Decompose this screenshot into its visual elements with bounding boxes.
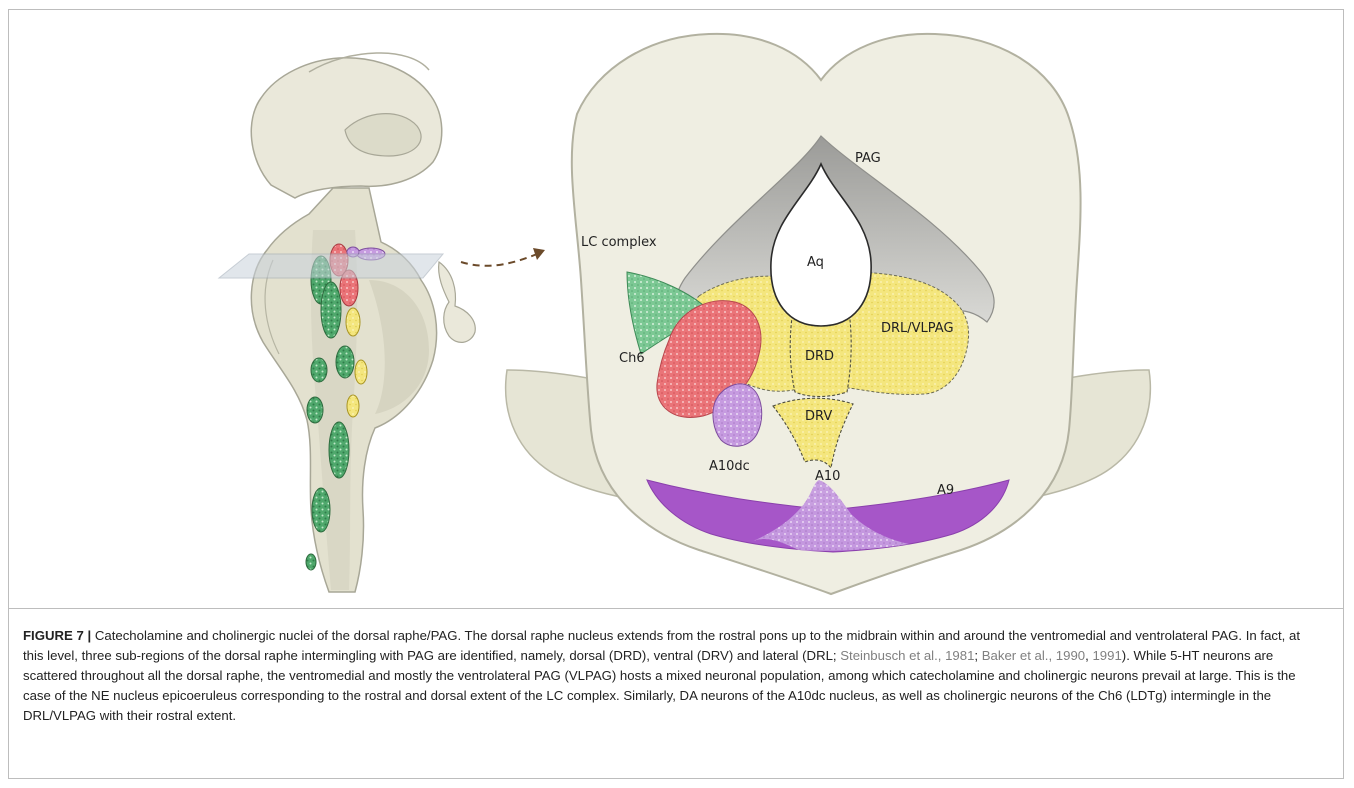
brainstem-sketch [219,53,475,592]
label-drv: DRV [805,409,832,424]
caption-divider [9,608,1343,609]
label-aq: Aq [807,255,824,270]
figure-svg: PAG Aq LC complex Ch6 DRD DRL/VLPAG DRV … [9,10,1343,608]
citation-link[interactable]: Steinbusch et al., 1981 [840,648,974,663]
figure-caption: FIGURE 7 | Catecholamine and cholinergic… [23,626,1323,726]
figure-frame: PAG Aq LC complex Ch6 DRD DRL/VLPAG DRV … [8,9,1344,779]
midbrain-section [506,34,1151,594]
caption-separator: ; [974,648,981,663]
label-lc-complex: LC complex [581,235,657,250]
label-pag: PAG [855,151,881,166]
citation-link[interactable]: Baker et al., 1990 [982,648,1085,663]
label-ch6: Ch6 [619,351,645,366]
figure-number: FIGURE 7 | [23,628,95,643]
citation-link[interactable]: 1991 [1092,648,1121,663]
figure-illustration: PAG Aq LC complex Ch6 DRD DRL/VLPAG DRV … [9,10,1343,608]
label-a9: A9 [937,483,954,498]
label-a10dc: A10dc [709,459,750,474]
label-a10: A10 [815,469,840,484]
section-arrow [461,248,545,266]
label-drd: DRD [805,349,834,364]
label-drl-vlpag: DRL/VLPAG [881,321,954,336]
